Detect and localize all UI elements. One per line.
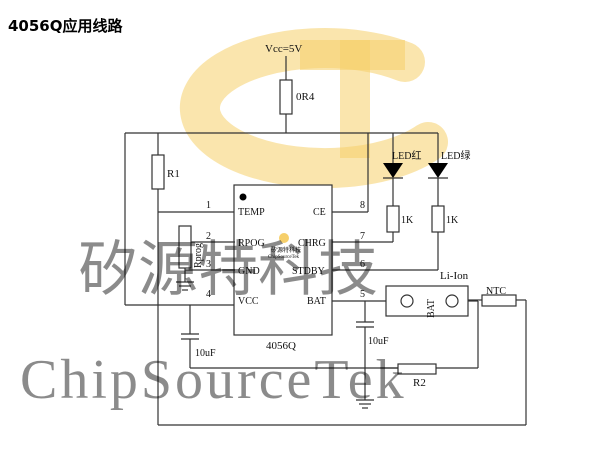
pin-3-number: 3 <box>206 259 211 270</box>
ic-name: 4056Q <box>266 340 296 352</box>
vcc-label: Vcc=5V <box>265 43 302 55</box>
ic-logo-en: ChipSourceTek <box>268 255 300 260</box>
pin-ce: CE <box>313 207 326 218</box>
resistor-1k-b-label: 1K <box>446 215 459 226</box>
resistor-1k-a-label: 1K <box>401 215 414 226</box>
ic-logo-cn: 矽源特科技 <box>271 246 301 254</box>
page-title: 4056Q应用线路 <box>8 17 123 35</box>
pin1-marker <box>239 193 247 201</box>
battery-label: BAT <box>426 299 437 318</box>
resistor-1k-a <box>386 205 400 233</box>
pin-7-number: 7 <box>360 231 365 242</box>
led-green <box>428 163 448 178</box>
capacitor-left-label: 10uF <box>195 348 216 359</box>
pin-bat: BAT <box>307 296 326 307</box>
thermistor-ntc-label: NTC <box>486 286 506 297</box>
resistor-r4-label: 0R4 <box>296 91 315 103</box>
resistor-rprog-label: Rprog <box>193 243 204 268</box>
resistor-r4 <box>279 79 293 115</box>
ic-4056q <box>233 184 333 336</box>
pin-chrg: CHRG <box>298 238 326 249</box>
resistor-1k-b <box>431 205 445 233</box>
pin-temp: TEMP <box>238 207 265 218</box>
pin-1-number: 1 <box>206 200 211 211</box>
led-red-label: LED红 <box>392 149 421 162</box>
watermark-cn: 矽源特科技 <box>78 235 378 305</box>
pin-gnd: GND <box>238 266 260 277</box>
pin-4-number: 4 <box>206 289 211 300</box>
resistor-r2-label: R2 <box>413 377 426 389</box>
led-green-label: LED绿 <box>441 149 470 162</box>
pin-5-number: 5 <box>360 289 365 300</box>
pin-stdby: STDBY <box>292 266 325 277</box>
resistor-r2 <box>397 363 437 375</box>
pin-2-number: 2 <box>206 231 211 242</box>
capacitor-right-label: 10uF <box>368 336 389 347</box>
pin-6-number: 6 <box>360 259 365 270</box>
battery-type-label: Li-Ion <box>440 270 469 282</box>
led-red <box>383 163 403 178</box>
pin-rpog: RPOG <box>238 238 265 249</box>
resistor-r1-label: R1 <box>167 168 180 180</box>
logo-watermark <box>179 28 448 189</box>
watermark-en: ChipSourceTek <box>20 349 407 411</box>
ic-logo <box>279 233 289 243</box>
pin-vcc: VCC <box>238 296 259 307</box>
pin-8-number: 8 <box>360 200 365 211</box>
resistor-r1 <box>151 154 165 190</box>
